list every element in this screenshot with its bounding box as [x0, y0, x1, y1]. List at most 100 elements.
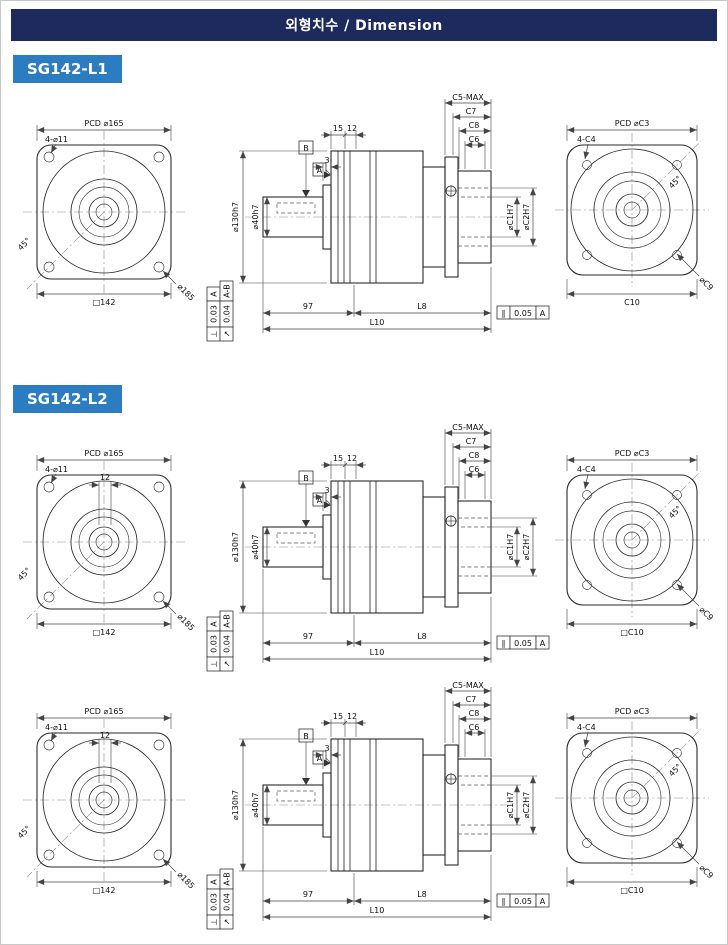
rear-holes-dim: 4-C4 [577, 135, 596, 160]
side-body-dia-dim: ⌀130h7 [231, 150, 327, 284]
rear-square-label: C10 [624, 298, 640, 307]
dim-l8-label: L8 [417, 632, 427, 641]
side-c-dims: C5-MAX C7 C8 C6 [444, 423, 492, 499]
front-pcd-dim: PCD ⌀165 [36, 119, 172, 141]
dim-3-label: 3 [324, 156, 329, 165]
rear-pcd-label: PCD ⌀C3 [615, 707, 650, 716]
c8-label: C8 [469, 451, 480, 460]
c5-label: C5-MAX [452, 93, 484, 102]
title-bar: 외형치수 / Dimension [11, 9, 717, 41]
front-angle-label: 45° [16, 824, 32, 840]
side-top-left-dims: 15 12 3 [313, 712, 366, 769]
rear-outer-dia-dim: ⌀C9 [676, 583, 715, 622]
side-bore-dims: ⌀C1H7 ⌀C2H7 [491, 517, 537, 577]
datum-a: A [312, 492, 331, 509]
dim-15-label: 15 [333, 454, 343, 463]
set-screw-icon [445, 773, 457, 785]
datum-a-label: A [317, 754, 323, 763]
datum-b-label: B [303, 144, 309, 153]
dim-3-label: 3 [324, 744, 329, 753]
dim-97-label: 97 [303, 632, 313, 641]
side-bore-dims: ⌀C1H7 ⌀C2H7 [491, 775, 537, 835]
tol-face-sym: ⊥ [210, 660, 219, 667]
front-holes-label: 4-⌀11 [45, 723, 68, 732]
rear-view: PCD ⌀C3 4-C4 45° ⌀C9 C10 [555, 119, 715, 307]
front-pcd-dim: PCD ⌀165 [36, 449, 172, 471]
dim-l10-label: L10 [370, 318, 385, 327]
front-pcd-dim: PCD ⌀165 [36, 707, 172, 729]
tol-flange-ref: A [540, 897, 546, 906]
tol-face-ref: A [210, 621, 219, 627]
rear-angle-label: 45° [667, 762, 683, 778]
c7-label: C7 [466, 695, 477, 704]
c1-label: ⌀C1H7 [506, 204, 515, 231]
tol-flange-ref: A [540, 639, 546, 648]
datum-b: B [298, 470, 314, 527]
tolerance-frame-flange: ∥ 0.05 A [496, 305, 550, 320]
dim-l8-label: L8 [417, 302, 427, 311]
front-holes-dim: 4-⌀11 [45, 723, 68, 742]
front-square-dim: □142 [36, 283, 172, 307]
front-keyway-dim: 12 [89, 473, 121, 525]
rear-square-label: □C10 [620, 886, 643, 895]
front-square-dim: □142 [36, 613, 172, 637]
dim-l8-label: L8 [417, 890, 427, 899]
c2-label: ⌀C2H7 [522, 534, 531, 561]
c2-label: ⌀C2H7 [522, 204, 531, 231]
dim-12-label: 12 [347, 454, 357, 463]
side-view: B A 15 12 [206, 93, 550, 342]
rear-outer-dia-label: ⌀C9 [698, 275, 715, 292]
front-angle-label: 45° [16, 236, 32, 252]
side-body-dia-dim: ⌀130h7 [231, 738, 327, 872]
side-view: B A 15 12 [206, 681, 550, 930]
c2-label: ⌀C2H7 [522, 792, 531, 819]
engineering-drawing: PCD ⌀165 4-⌀11 12 □142 ⌀185 [16, 681, 715, 930]
side-top-left-dims: 15 12 3 [313, 124, 366, 181]
rear-outer-dia-dim: ⌀C9 [676, 253, 715, 292]
tol-flange-val: 0.05 [514, 639, 532, 648]
tol-face-val: 0.03 [210, 893, 219, 911]
datum-a-label: A [317, 166, 323, 175]
tol-shaft-ref: A-B [223, 284, 232, 297]
tol-flange-ref: A [540, 309, 546, 318]
dimension-drawing-row: PCD ⌀165 4-⌀11 12 □142 ⌀185 [1, 87, 728, 345]
set-screw-icon [445, 515, 457, 527]
front-pcd-label: PCD ⌀165 [84, 119, 123, 128]
dim-l10-label: L10 [370, 648, 385, 657]
tol-shaft-ref: A-B [223, 614, 232, 627]
side-c-dims: C5-MAX C7 C8 C6 [444, 93, 492, 169]
datum-a: A [312, 162, 331, 179]
side-shaft-dia-dim: ⌀40h7 [251, 784, 270, 826]
tolerance-frame-shaft: A-B 0.04 ↗ [219, 868, 234, 930]
rear-outer-dia-label: ⌀C9 [698, 863, 715, 880]
front-view: PCD ⌀165 4-⌀11 12 □142 ⌀185 [16, 707, 196, 895]
front-pcd-label: PCD ⌀165 [84, 707, 123, 716]
rear-outer-dia-label: ⌀C9 [698, 605, 715, 622]
front-outer-dia-dim: ⌀185 [162, 600, 196, 633]
rear-pcd-dim: PCD ⌀C3 [566, 449, 698, 471]
front-keyway-dim: 12 [89, 731, 121, 783]
dim-15-label: 15 [333, 712, 343, 721]
rear-holes-label: 4-C4 [577, 135, 596, 144]
tolerance-frame-shaft: A-B 0.04 ↗ [219, 280, 234, 342]
front-angle-label: 45° [16, 566, 32, 582]
tol-flange-sym: ∥ [502, 639, 506, 648]
c1-label: ⌀C1H7 [506, 792, 515, 819]
tol-shaft-val: 0.04 [223, 305, 232, 323]
front-outer-dia-label: ⌀185 [176, 870, 197, 891]
section-badge-sg142-l2: SG142-L2 [13, 385, 122, 413]
c6-label: C6 [469, 723, 480, 732]
rear-holes-label: 4-C4 [577, 465, 596, 474]
front-pcd-label: PCD ⌀165 [84, 449, 123, 458]
side-body-dia-dim: ⌀130h7 [231, 480, 327, 614]
tolerance-frame-flange: ∥ 0.05 A [496, 893, 550, 908]
dim-12-label: 12 [347, 124, 357, 133]
tol-face-sym: ⊥ [210, 330, 219, 337]
dim-3-label: 3 [324, 486, 329, 495]
front-square-label: □142 [93, 886, 116, 895]
dim-l10-label: L10 [370, 906, 385, 915]
body-dia-label: ⌀130h7 [231, 202, 240, 232]
c8-label: C8 [469, 709, 480, 718]
dimension-drawing-row: PCD ⌀165 4-⌀11 12 □142 ⌀185 [1, 417, 728, 675]
tol-shaft-val: 0.04 [223, 893, 232, 911]
